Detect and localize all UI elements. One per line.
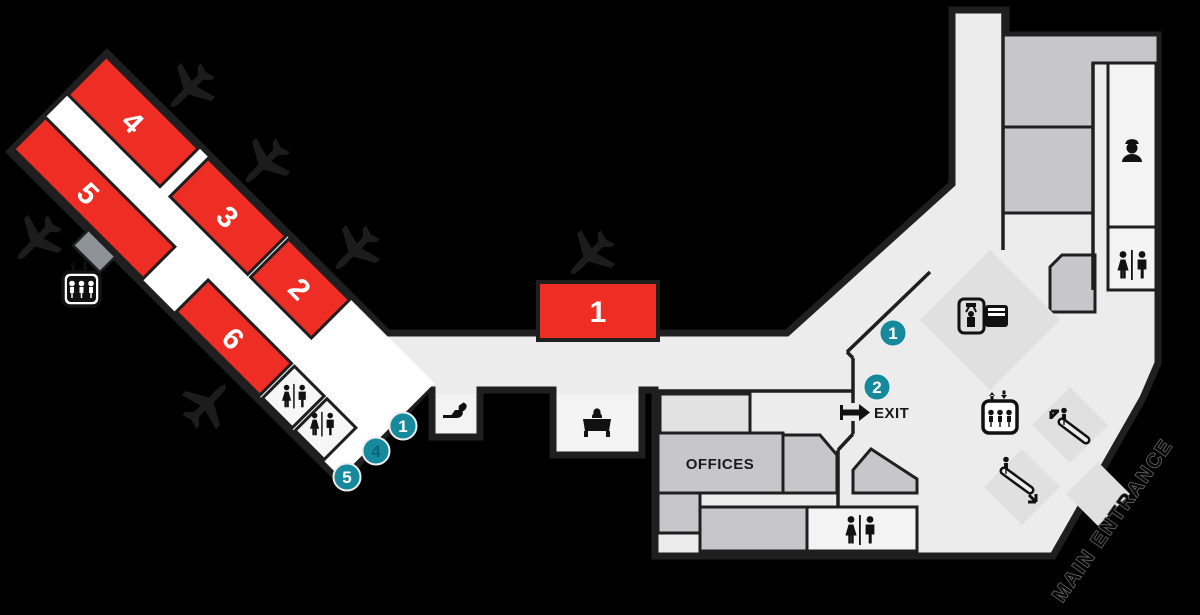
restroom-icon <box>310 412 334 437</box>
room-light <box>658 392 752 435</box>
svg-text:1: 1 <box>398 417 407 436</box>
marker-tip-5: 5 <box>332 462 362 492</box>
escalator-up-icon <box>1049 407 1091 445</box>
jetway-stub <box>71 228 118 274</box>
room-small-gray <box>1048 253 1097 314</box>
svg-text:5: 5 <box>342 468 351 487</box>
exit-label: EXIT <box>874 405 909 422</box>
room-gray-cut <box>781 433 839 495</box>
gate-1-area <box>536 280 660 342</box>
svg-text:2: 2 <box>872 378 881 397</box>
room-pentagon <box>851 447 919 495</box>
elevator-icon <box>981 390 1019 435</box>
restroom-icon <box>282 384 306 409</box>
room-gray-bottom <box>698 505 809 553</box>
svg-text:4: 4 <box>371 442 381 461</box>
marker-tip-1: 1 <box>388 411 418 441</box>
elevator-icon <box>61 261 102 308</box>
marker-tip-4: 4 <box>361 436 391 466</box>
offices-label: OFFICES <box>686 456 755 473</box>
baggage-claim-icon <box>957 297 1008 335</box>
room-gray-left <box>656 491 702 535</box>
info-desk-icon <box>583 408 611 437</box>
gate-2-area <box>248 236 352 341</box>
gate-1-label: 1 <box>590 296 607 329</box>
airplane-icon <box>1 205 72 276</box>
gate-6-area <box>174 277 294 398</box>
marker-hall-2: 2 <box>862 372 892 402</box>
concourse: 4 3 2 5 6 <box>11 54 435 478</box>
escalator-down-icon <box>999 456 1038 504</box>
gate-3-area <box>167 156 289 277</box>
airplane-icon <box>172 368 243 439</box>
exit-arrow-icon <box>840 404 870 421</box>
concourse-restroom-cell-2 <box>292 396 359 462</box>
concourse-walkway <box>12 55 435 478</box>
restroom-room-bottom <box>805 505 919 553</box>
gate-5-area <box>11 115 178 281</box>
offices-room <box>656 431 785 495</box>
restroom-icon <box>845 515 874 545</box>
shoe-shine-icon <box>443 402 467 419</box>
restroom-icon <box>1117 250 1146 280</box>
svg-text:1: 1 <box>888 324 897 343</box>
gate-4-area <box>65 54 201 189</box>
police-officer-icon <box>1122 139 1142 162</box>
room-mid-gray <box>1001 125 1095 215</box>
interior-walls <box>655 10 1095 507</box>
marker-hall-1: 1 <box>878 318 908 348</box>
